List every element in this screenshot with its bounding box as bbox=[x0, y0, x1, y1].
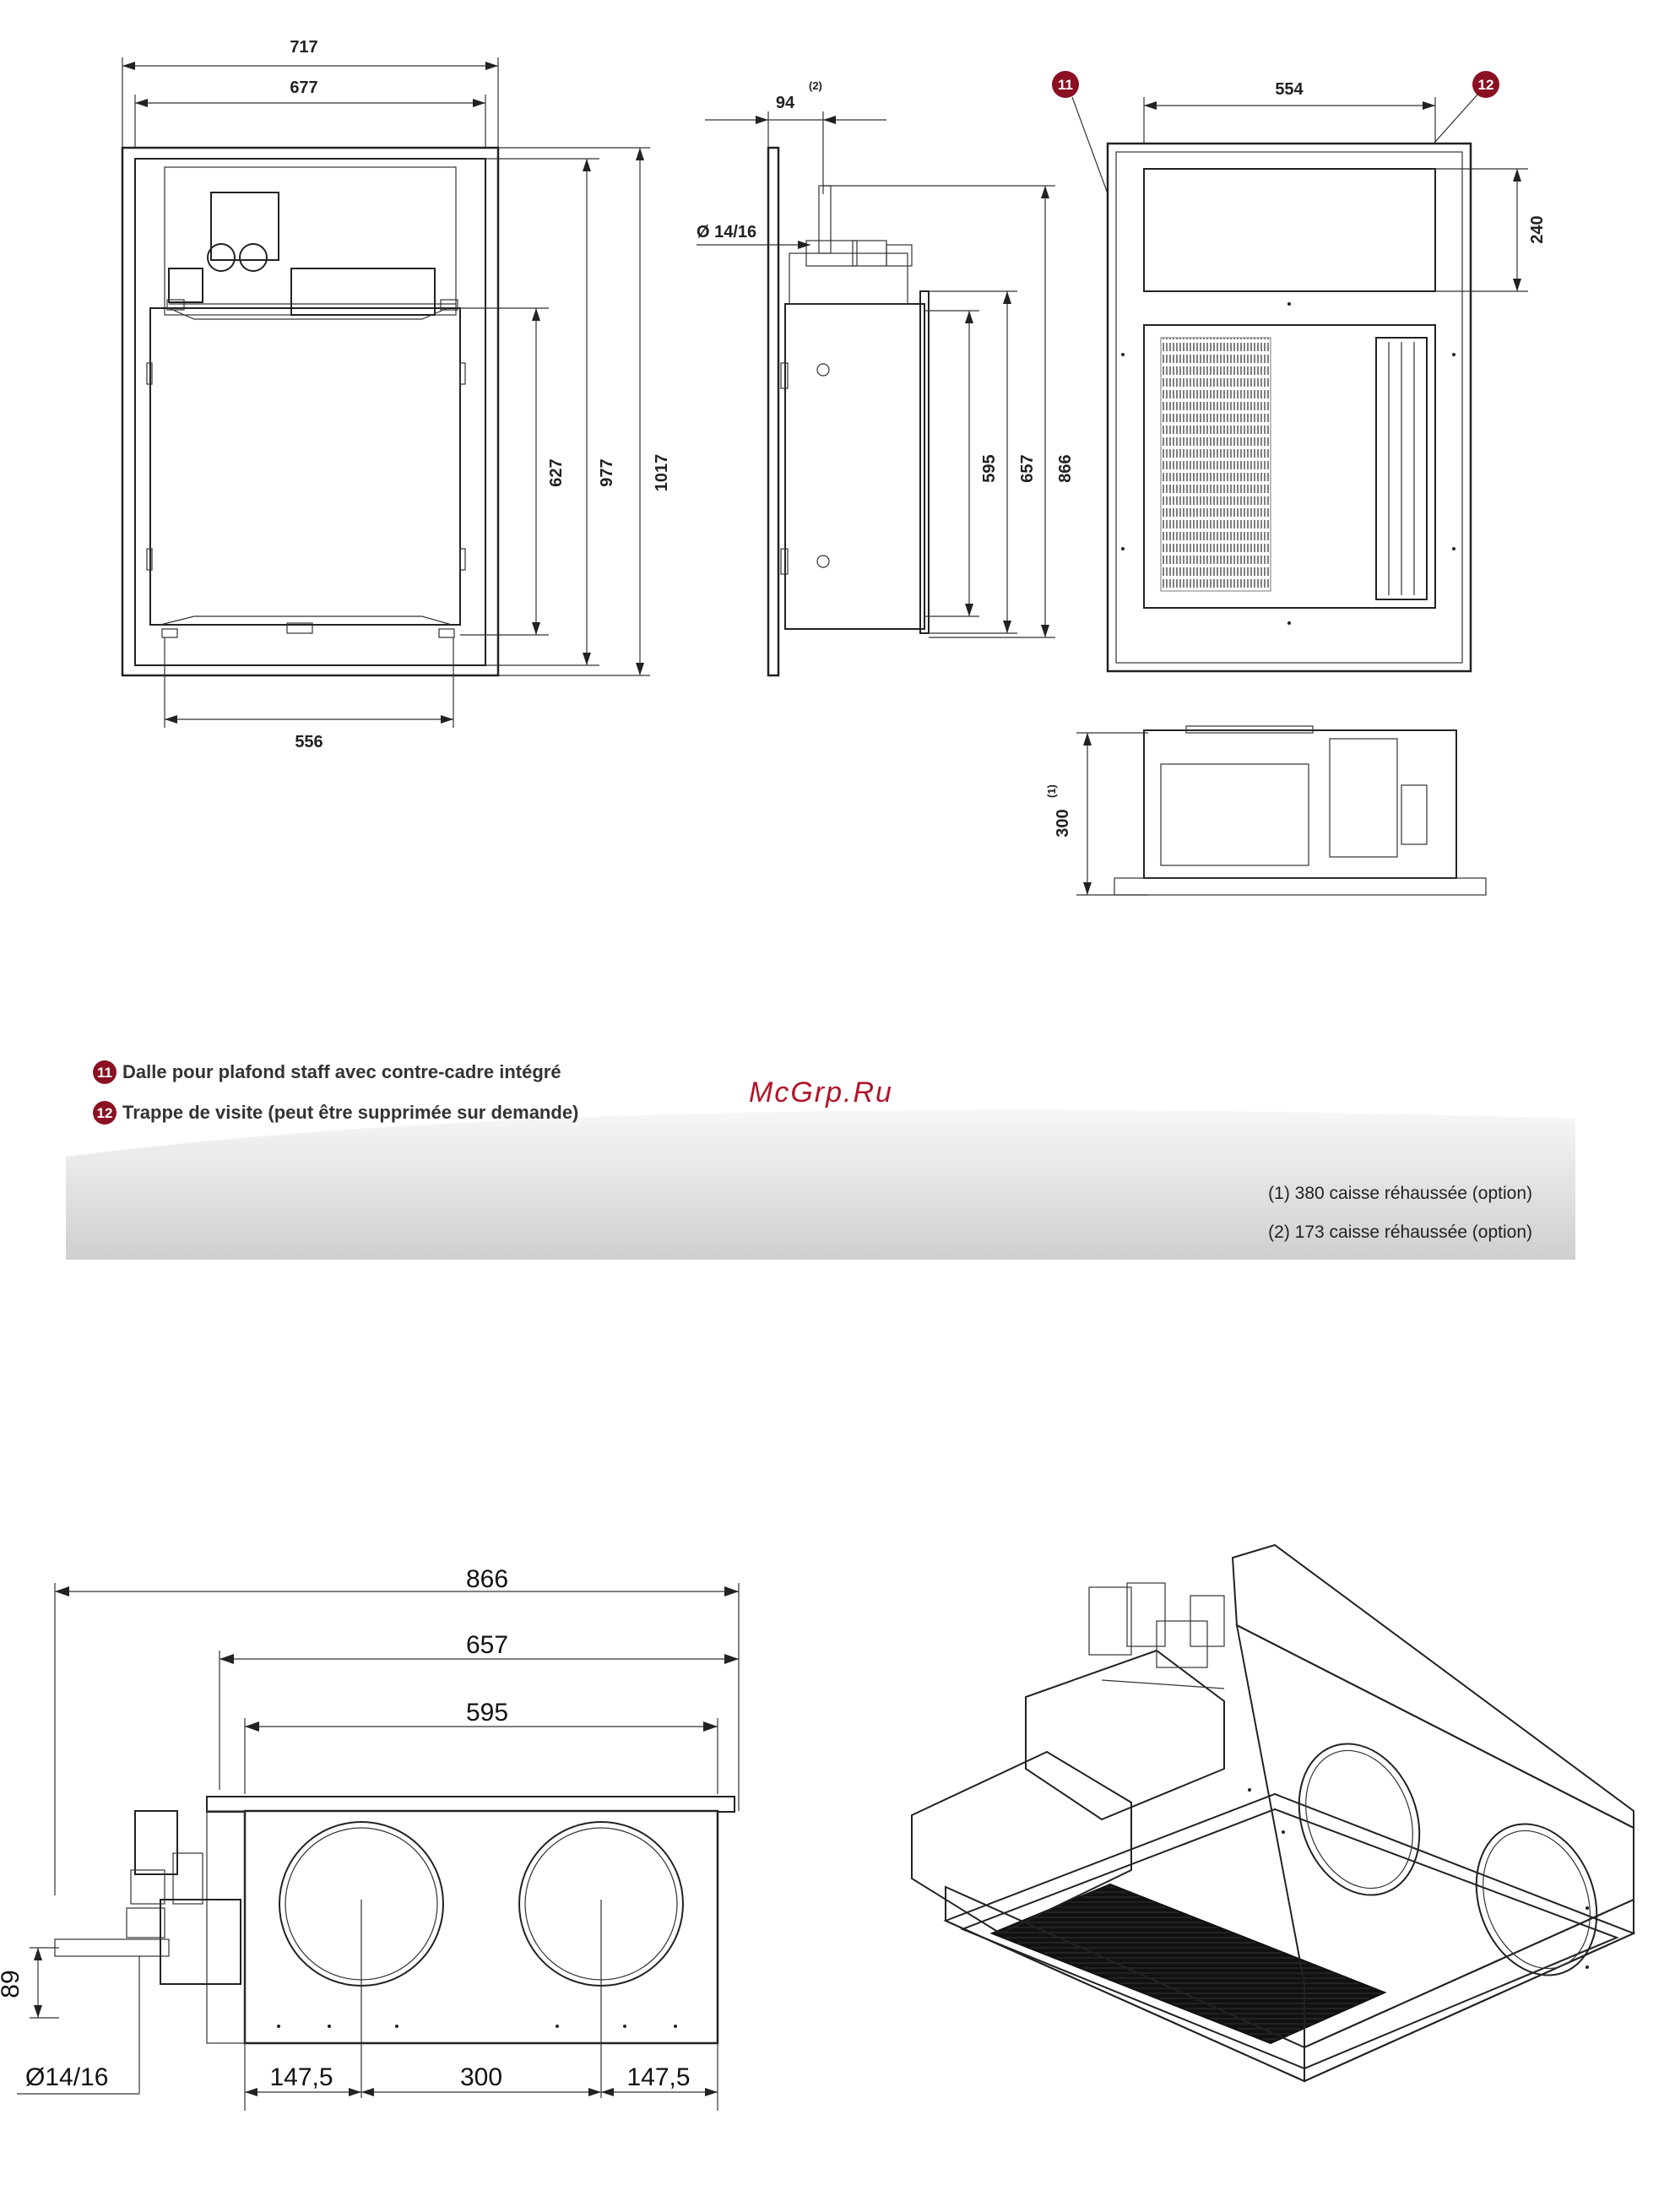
dim-717: 717 bbox=[290, 38, 317, 57]
dim-866-lower: 866 bbox=[466, 1565, 508, 1593]
dim-554: 554 bbox=[1275, 80, 1304, 99]
dim-94: 94 bbox=[776, 94, 795, 112]
dim-1017: 1017 bbox=[653, 454, 671, 492]
legend-11-number: 11 bbox=[97, 1065, 112, 1081]
note-1: (1) 380 caisse réhaussée (option) bbox=[1268, 1184, 1532, 1203]
dim-595-lower: 595 bbox=[466, 1699, 508, 1727]
dim-240: 240 bbox=[1528, 215, 1547, 243]
note-2: (2) 173 caisse réhaussée (option) bbox=[1268, 1223, 1532, 1242]
dim-977: 977 bbox=[598, 458, 616, 486]
dim-94-note: (2) bbox=[809, 79, 822, 92]
watermark: McGrp.Ru bbox=[749, 1076, 893, 1109]
dim-89: 89 bbox=[0, 1970, 24, 1998]
dim-677: 677 bbox=[290, 79, 317, 97]
callout-12: 12 bbox=[1478, 77, 1494, 93]
dim-300: 300 bbox=[1054, 809, 1072, 837]
dim-147-left: 147,5 bbox=[269, 2063, 333, 2091]
legend-12-number: 12 bbox=[97, 1105, 113, 1121]
pipe-diameter: Ø 14/16 bbox=[697, 223, 756, 241]
legend-section: 11 Dalle pour plafond staff avec contre-… bbox=[66, 1060, 1575, 1260]
dim-657: 657 bbox=[1018, 454, 1037, 482]
front-view: 717 677 6 bbox=[122, 38, 671, 751]
dim-627: 627 bbox=[547, 458, 566, 486]
dim-866: 866 bbox=[1056, 454, 1075, 482]
dim-300-note: (1) bbox=[1045, 784, 1058, 798]
callout-11: 11 bbox=[1058, 77, 1073, 93]
lower-elevation-view: 866 657 595 bbox=[0, 1565, 739, 2111]
legend-12-text: Trappe de visite (peut être supprimée su… bbox=[122, 1102, 578, 1123]
isometric-view bbox=[912, 1545, 1634, 2081]
dim-147-right: 147,5 bbox=[626, 2063, 690, 2091]
dim-300-lower: 300 bbox=[460, 2063, 502, 2091]
legend-11-text: Dalle pour plafond staff avec contre-cad… bbox=[122, 1061, 561, 1082]
dim-556: 556 bbox=[295, 733, 323, 751]
pipe-diameter-lower: Ø14/16 bbox=[25, 2063, 108, 2091]
ceiling-view: 11 12 554 240 bbox=[1045, 71, 1547, 895]
return-grille bbox=[1161, 338, 1271, 591]
side-view: 94 (2) Ø 14/16 595 657 bbox=[697, 79, 1075, 675]
dim-657-lower: 657 bbox=[466, 1631, 508, 1659]
dim-595: 595 bbox=[980, 454, 999, 482]
